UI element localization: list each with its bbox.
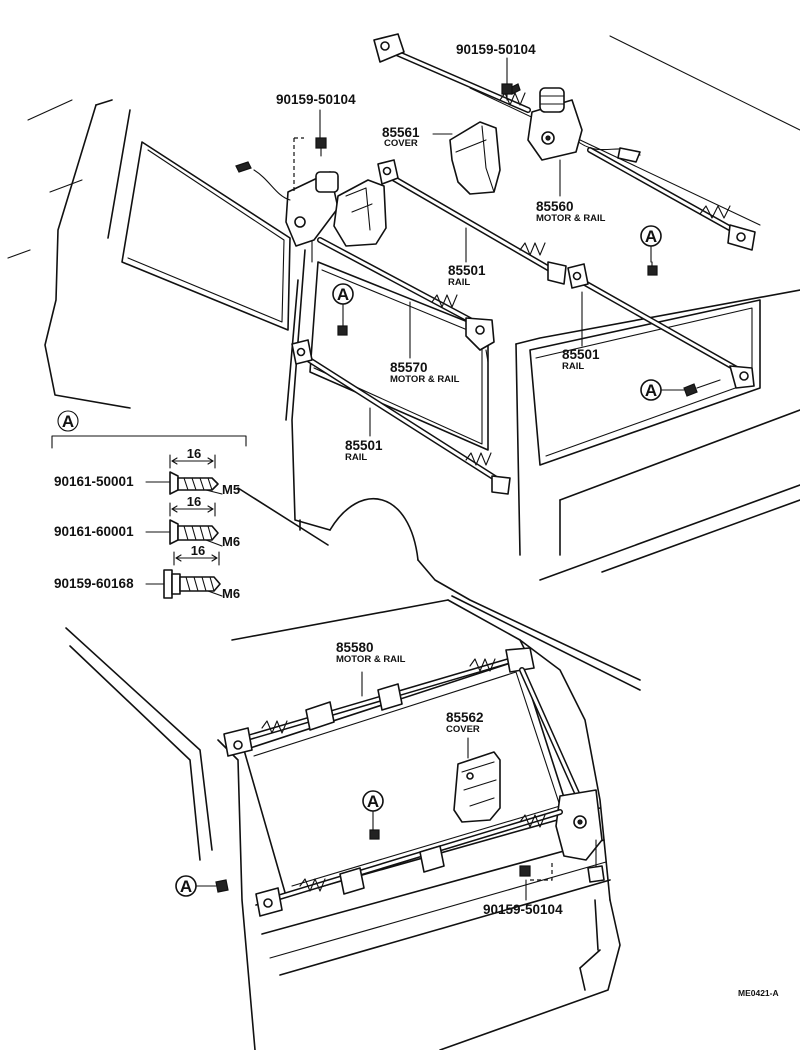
screw-2-length: 16 <box>187 494 201 509</box>
detail-a-box: A 16 90161-50001 M5 16 90161-60001 <box>51 410 247 601</box>
label-85561-sub: COVER <box>384 138 418 149</box>
svg-text:A: A <box>645 227 657 246</box>
ref-marker-lower-center: A <box>362 790 384 831</box>
rail-85560-top <box>373 33 756 251</box>
label-85580: 85580 <box>336 640 374 655</box>
label-85560: 85560 <box>536 199 574 214</box>
screw-3-thread: M6 <box>222 586 240 601</box>
rail-85501-a <box>377 159 567 285</box>
label-90159-50104-left: 90159-50104 <box>276 92 356 107</box>
svg-text:A: A <box>367 792 379 811</box>
lower-vehicle-body <box>65 599 621 1050</box>
screws-upper <box>293 83 721 397</box>
screw-3-length: 16 <box>191 543 205 558</box>
screw-a-center-upper <box>337 319 348 336</box>
detail-a-ref: A <box>62 412 74 431</box>
screw-a-right-upper <box>647 261 658 276</box>
label-85570-sub: MOTOR & RAIL <box>390 374 460 385</box>
rail-85501-b <box>567 263 755 389</box>
label-85501-a: 85501 <box>448 263 486 278</box>
rail-85570 <box>317 237 495 363</box>
screw-90159-50104-left <box>315 137 327 157</box>
screw-a-right-lower <box>683 379 721 397</box>
ref-marker-upper-right: A <box>640 225 662 263</box>
leader-lines <box>319 57 583 901</box>
cover-85562 <box>453 751 501 823</box>
label-85501-b-sub: RAIL <box>562 361 584 372</box>
motor-85560 <box>509 83 583 161</box>
svg-text:A: A <box>180 877 192 896</box>
label-85560-sub: MOTOR & RAIL <box>536 213 606 224</box>
screw-a-lower-left <box>215 879 229 893</box>
motor-85580 <box>223 647 605 917</box>
label-85501-c: 85501 <box>345 438 383 453</box>
label-85580-sub: MOTOR & RAIL <box>336 654 406 665</box>
ref-marker-upper-lower-right: A <box>640 379 685 401</box>
svg-text:A: A <box>645 381 657 400</box>
screw-detail-2: 16 90161-60001 M6 <box>54 494 240 549</box>
screw-2-thread: M6 <box>222 534 240 549</box>
label-85501-b: 85501 <box>562 347 600 362</box>
rail-85501-c <box>291 339 511 495</box>
label-90159-50104-top: 90159-50104 <box>456 42 536 57</box>
ref-markers: A A A A A <box>175 225 685 897</box>
figure-code: ME0421-A <box>738 988 779 998</box>
screw-3-part: 90159-60168 <box>54 576 134 591</box>
label-90159-50104-bottom: 90159-50104 <box>483 902 563 917</box>
svg-text:A: A <box>337 285 349 304</box>
motor-85570 <box>235 161 387 247</box>
ref-marker-upper-center: A <box>332 283 354 321</box>
label-85501-c-sub: RAIL <box>345 452 367 463</box>
cover-85561 <box>449 121 501 195</box>
screw-detail-1: 16 90161-50001 M5 <box>54 446 240 497</box>
callout-labels: 90159-50104 90159-50104 85561 COVER 8556… <box>276 42 606 917</box>
screw-detail-3: 16 90159-60168 M6 <box>54 543 240 601</box>
label-85570: 85570 <box>390 360 428 375</box>
screw-1-length: 16 <box>187 446 201 461</box>
upper-vehicle-body <box>7 35 800 691</box>
label-85562: 85562 <box>446 710 484 725</box>
screw-90159-50104-bottom <box>519 865 531 877</box>
label-85501-a-sub: RAIL <box>448 277 470 288</box>
ref-marker-lower-left: A <box>175 875 217 897</box>
label-85561: 85561 <box>382 125 420 140</box>
screws-lower <box>215 829 553 893</box>
screw-a-lower-center <box>369 829 380 840</box>
screw-1-thread: M5 <box>222 482 240 497</box>
screw-1-part: 90161-50001 <box>54 474 134 489</box>
label-85562-sub: COVER <box>446 724 480 735</box>
screw-2-part: 90161-60001 <box>54 524 134 539</box>
